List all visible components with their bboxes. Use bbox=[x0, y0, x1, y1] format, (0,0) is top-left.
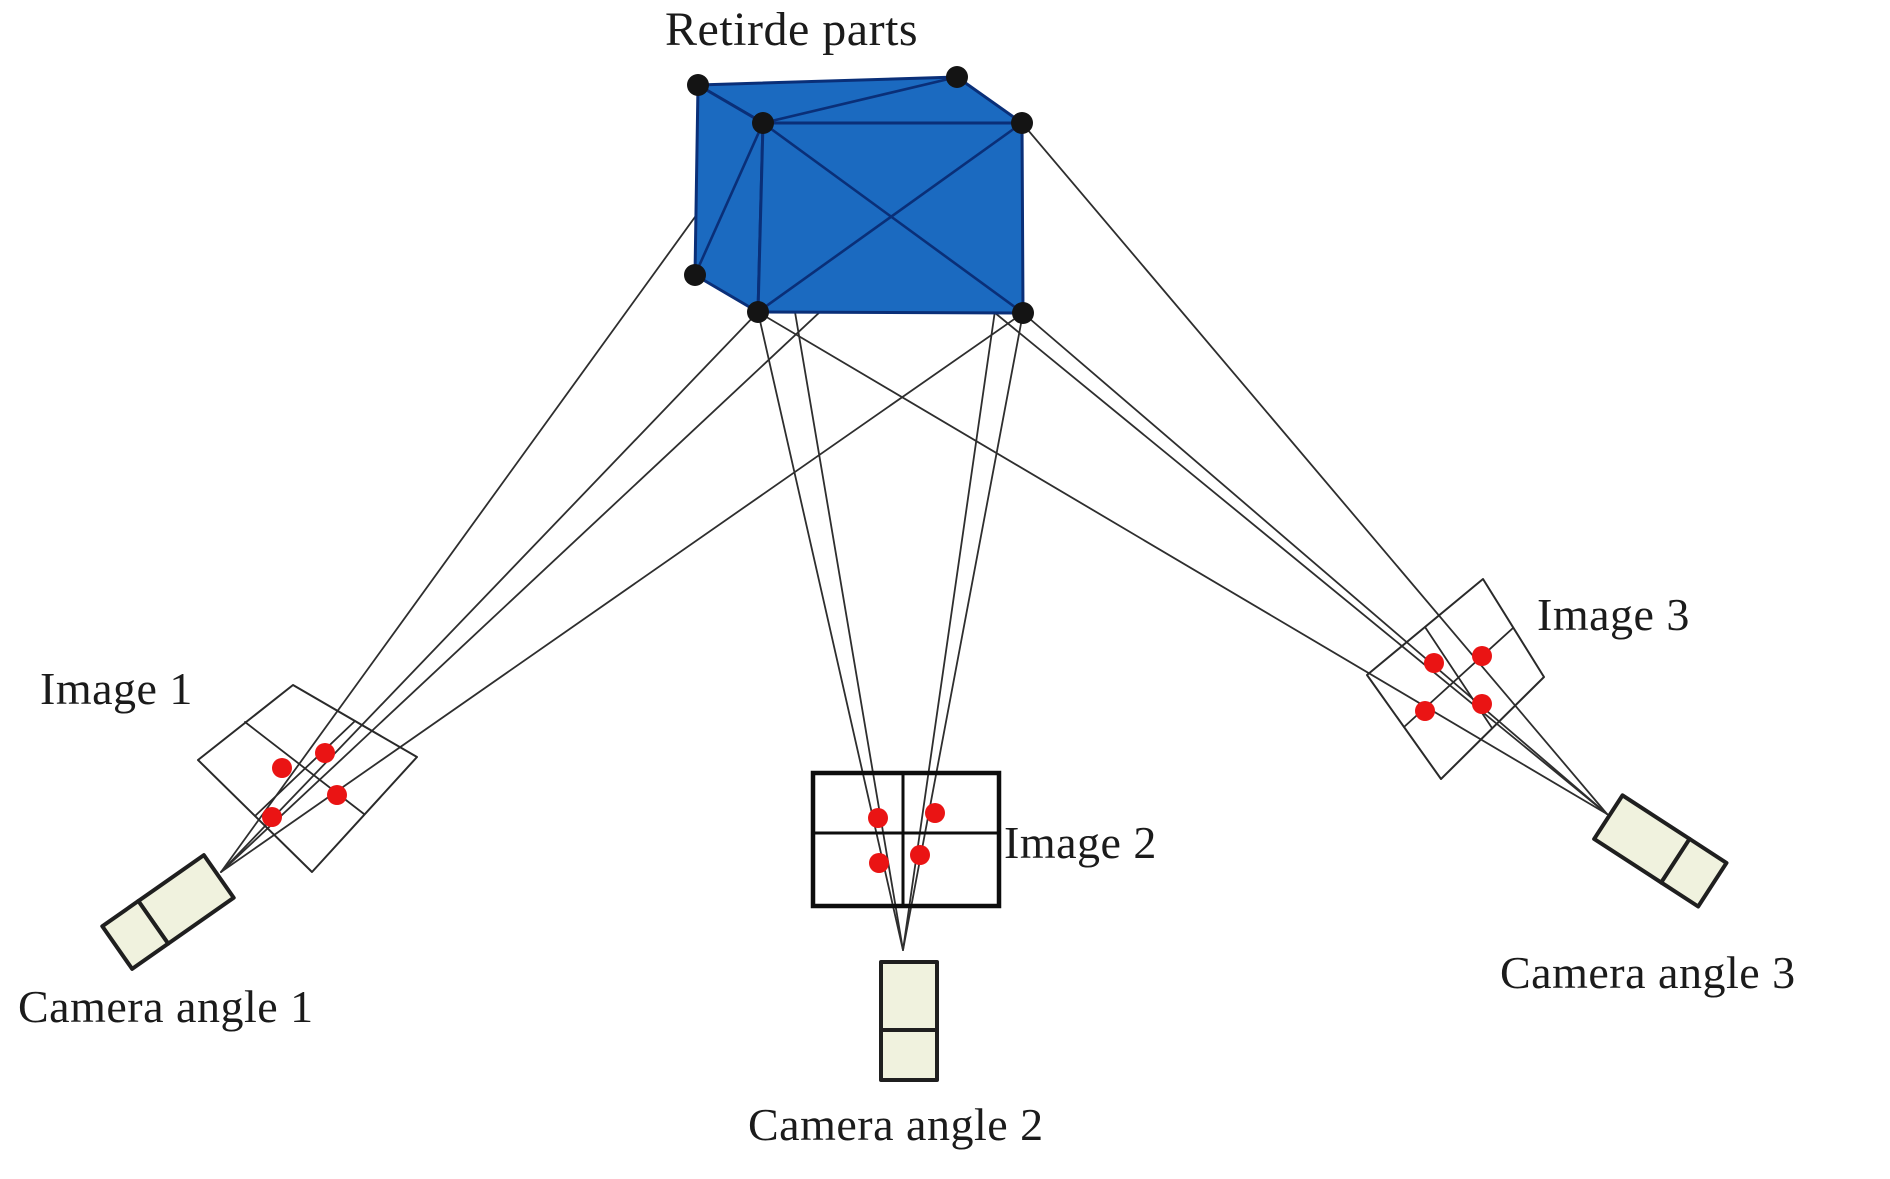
projection-ray-fbr-to-camera1 bbox=[220, 312, 1024, 873]
retired-parts-label: Retirde parts bbox=[665, 3, 919, 56]
part-corner-dot-fbr bbox=[1012, 302, 1034, 324]
image-2-label: Image 2 bbox=[1004, 817, 1157, 868]
part-corner-dot-btr bbox=[946, 66, 968, 88]
camera-angle-2-label: Camera angle 2 bbox=[748, 1099, 1044, 1150]
image1-feature-dot-3 bbox=[327, 785, 347, 805]
projection-ray-ftl-to-camera1 bbox=[220, 122, 764, 873]
part-corner-dot-fbl bbox=[747, 301, 769, 323]
image1-feature-dot-1 bbox=[315, 743, 335, 763]
retired-part-diagonal-1 bbox=[756, 121, 1024, 314]
image3-feature-dot-2 bbox=[1415, 701, 1435, 721]
image1-plane-gridline-1 bbox=[254, 720, 356, 817]
camera-angle-1-label: Camera angle 1 bbox=[18, 981, 314, 1032]
projection-ray-ftr-to-camera3 bbox=[1021, 122, 1608, 815]
projection-ray-fbl-to-camera1 bbox=[220, 311, 759, 873]
image-1-label: Image 1 bbox=[40, 663, 193, 714]
projection-ray-fbr-to-camera2 bbox=[902, 312, 1024, 951]
camera-angle-3-label: Camera angle 3 bbox=[1500, 947, 1796, 998]
part-corner-dot-bbl bbox=[684, 264, 706, 286]
image-3-label: Image 3 bbox=[1537, 589, 1690, 640]
image3-feature-dot-3 bbox=[1472, 694, 1492, 714]
image3-plane-frame bbox=[1366, 578, 1545, 780]
part-corner-dot-ftl bbox=[752, 112, 774, 134]
part-corner-dot-ftr bbox=[1011, 112, 1033, 134]
image3-feature-dot-0 bbox=[1424, 653, 1444, 673]
image1-feature-dot-2 bbox=[262, 807, 282, 827]
camera-3-back bbox=[1659, 836, 1729, 909]
part-corner-dot-btl bbox=[687, 74, 709, 96]
retired-part-diagonal-3 bbox=[761, 75, 959, 125]
image2-feature-dot-3 bbox=[910, 845, 930, 865]
image2-feature-dot-2 bbox=[869, 853, 889, 873]
camera-1 bbox=[100, 853, 236, 971]
retired-part-diagonal-2 bbox=[693, 121, 765, 277]
retired-part-diagonal-0 bbox=[761, 121, 1025, 315]
image1-feature-dot-0 bbox=[272, 758, 292, 778]
image2-feature-dot-1 bbox=[925, 803, 945, 823]
image1-plane-frame bbox=[197, 684, 418, 873]
camera-2-body bbox=[879, 960, 939, 1082]
image3-feature-dot-1 bbox=[1472, 646, 1492, 666]
image2-plane-frame bbox=[810, 770, 1002, 909]
projection-ray-fbl-to-camera3 bbox=[757, 311, 1608, 815]
projection-ray-fbl-to-camera2 bbox=[757, 311, 904, 951]
projection-ray-fbr-to-camera3 bbox=[1022, 312, 1608, 815]
camera-1-back bbox=[100, 899, 171, 971]
image2-feature-dot-0 bbox=[868, 808, 888, 828]
camera-3 bbox=[1592, 793, 1729, 909]
